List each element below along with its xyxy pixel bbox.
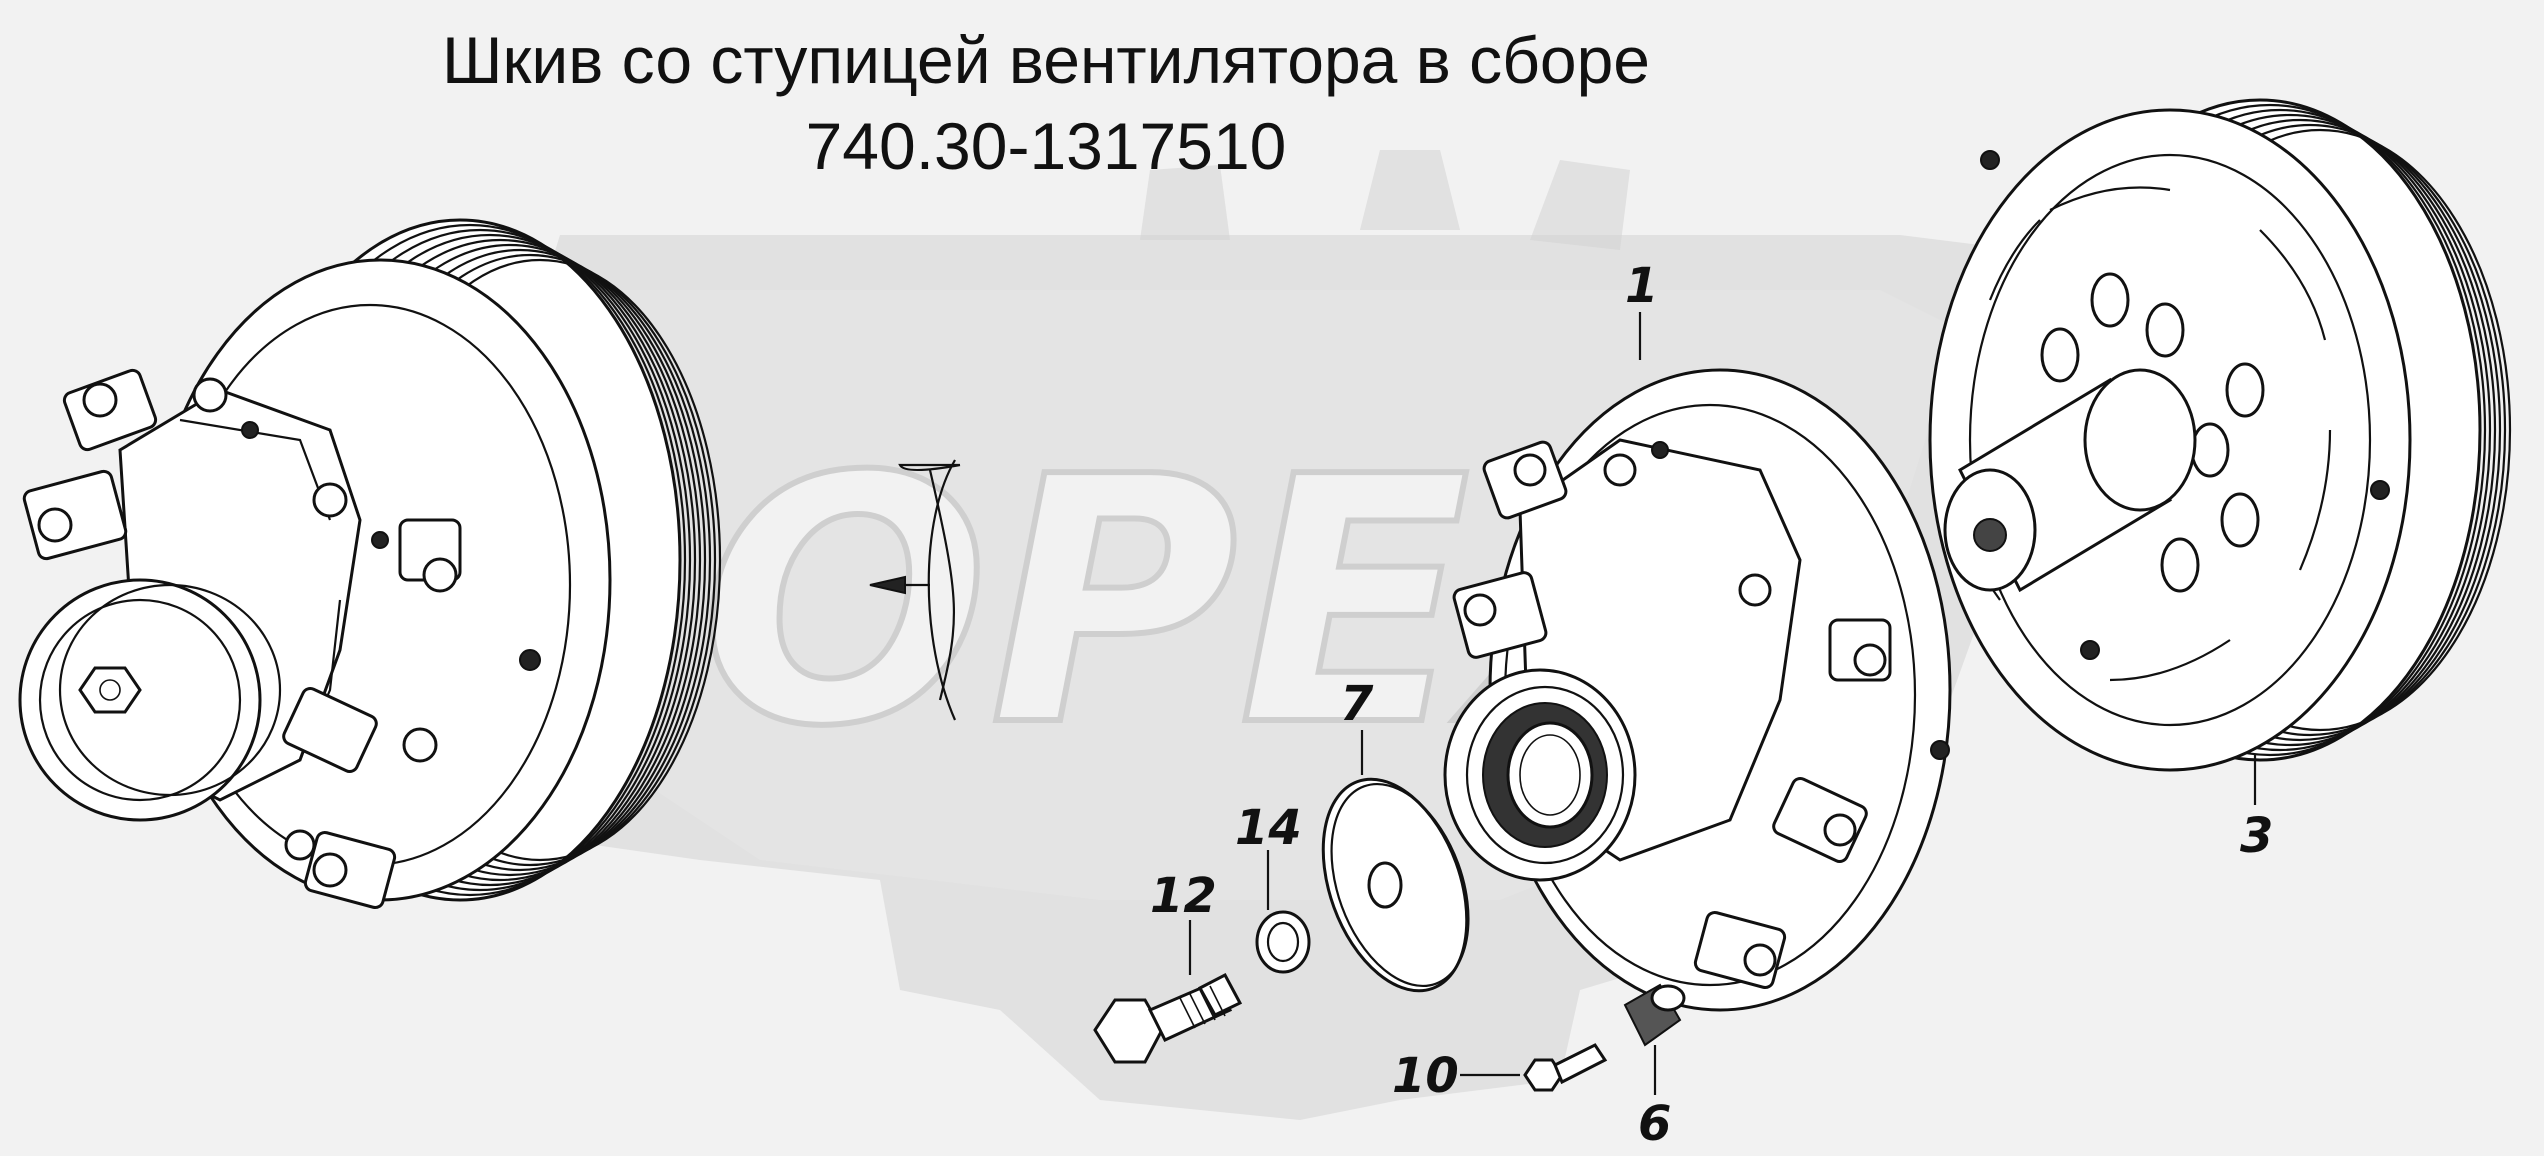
assembled-pulley-hub	[18, 218, 961, 910]
part-7-washer	[1321, 777, 1470, 993]
leader-lines	[1188, 312, 2257, 1095]
callout-6: 6	[1638, 1096, 1672, 1152]
leader-arc-2	[927, 459, 957, 721]
part-10-small-bolt	[1523, 1043, 1608, 1092]
diagram-title: Шкив со ступицей вентилятора в сборе	[441, 23, 1651, 97]
part-number: 740.30-1317510	[805, 109, 1287, 183]
leader-arc	[928, 469, 956, 701]
callout-10: 10	[1392, 1048, 1459, 1104]
callout-1: 1	[1625, 258, 1659, 314]
callout-12: 12	[1150, 868, 1217, 924]
part-14-lock-washer	[1255, 910, 1311, 974]
part-6-plug	[1623, 983, 1686, 1047]
part-3-pulley	[1928, 98, 2512, 772]
callout-14: 14	[1235, 800, 1302, 856]
part-1-hub	[1443, 368, 1952, 1012]
callout-7: 7	[1340, 676, 1374, 732]
part-12-bolt	[1093, 972, 1243, 1064]
callout-3: 3	[2240, 808, 2274, 864]
